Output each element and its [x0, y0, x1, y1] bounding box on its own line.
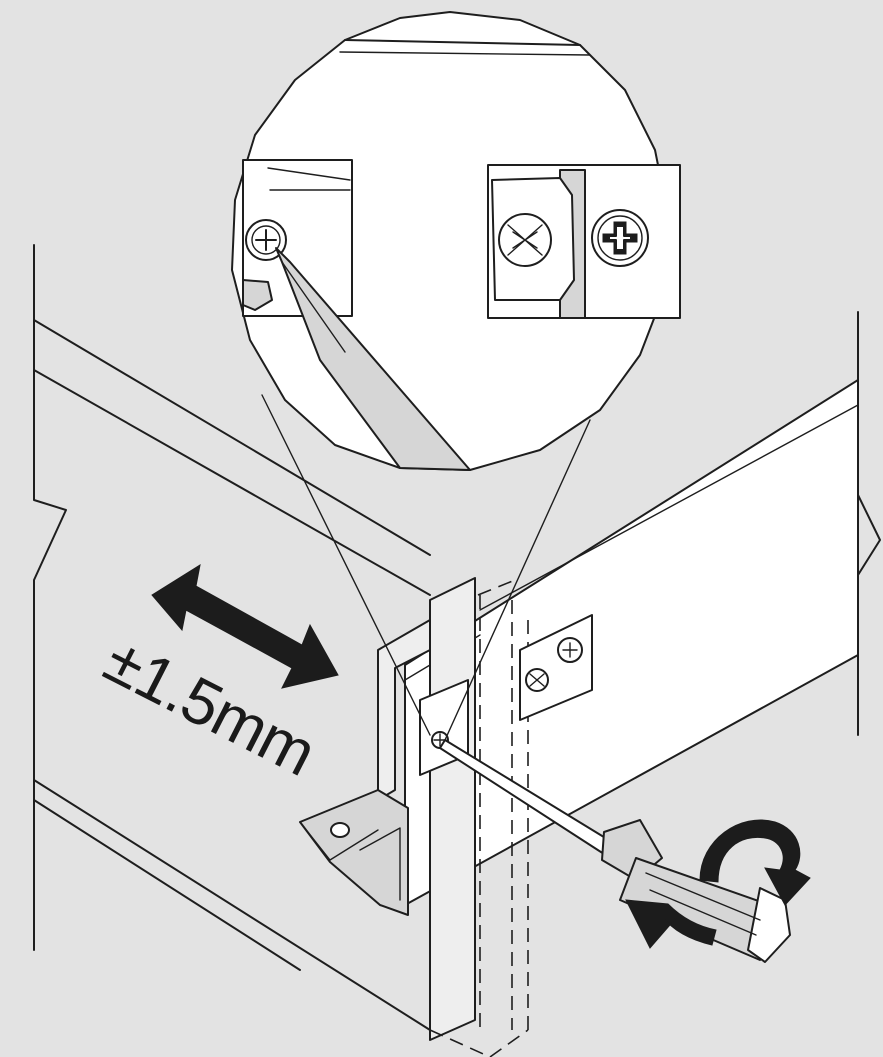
double-headed-arrow-icon: [151, 563, 339, 689]
screwdriver-icon: [439, 739, 791, 963]
rotation-arrow-icon: [625, 819, 811, 949]
side-screw-bracket: [519, 614, 593, 721]
runner-bracket: [299, 789, 409, 916]
fixed-screw-and-phillips-screw-icon: [487, 164, 681, 319]
phillips-screw-with-screwdriver-icon: [242, 159, 471, 471]
detail-magnifier: [231, 11, 681, 471]
cabinet-right-frame: [857, 311, 881, 736]
cabinet-side-panel: [33, 244, 431, 1031]
magnifier-callout-lines: [261, 394, 591, 741]
